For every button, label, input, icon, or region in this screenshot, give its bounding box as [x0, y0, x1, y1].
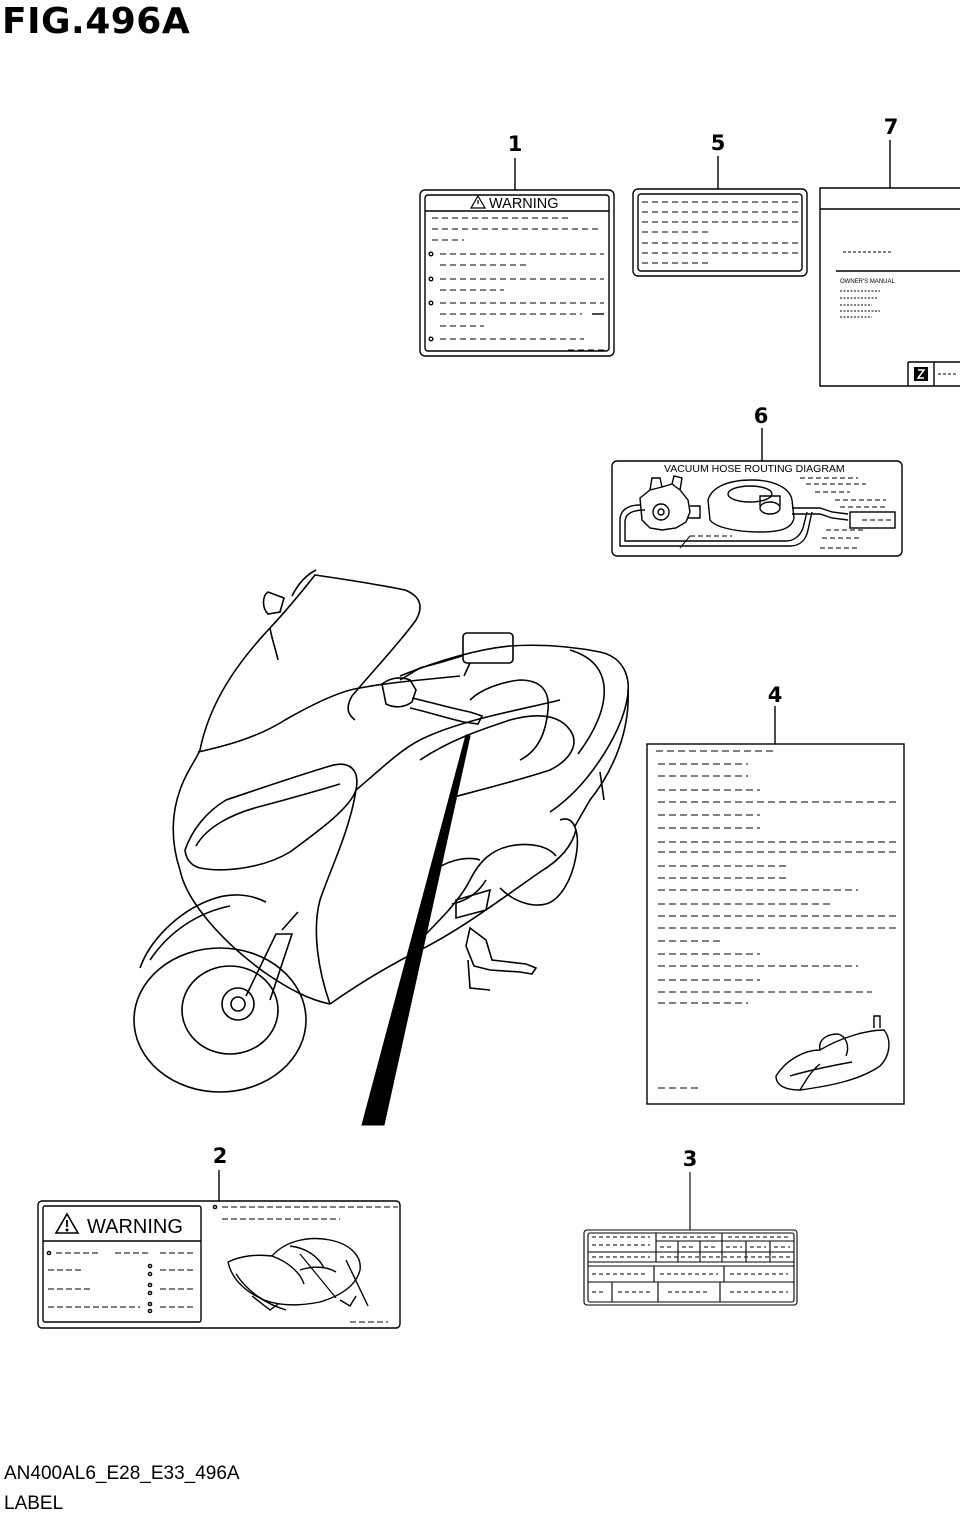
- label-2-warning: [37, 1170, 401, 1329]
- label-6-vacuum-hose: [611, 428, 903, 557]
- label-1-heading: WARNING: [489, 196, 559, 212]
- label-7-owners-manual: [819, 140, 960, 387]
- callout-5: 5: [710, 131, 726, 155]
- label-3: [583, 1172, 798, 1306]
- callout-1: 1: [507, 132, 523, 156]
- scooter-drawing: [133, 569, 630, 1093]
- label-5: [632, 156, 808, 277]
- warning-triangle-icon: [469, 194, 487, 209]
- label-6-heading: VACUUM HOSE ROUTING DIAGRAM: [664, 463, 845, 475]
- figure-title: FIG.496A: [2, 1, 191, 42]
- callout-7: 7: [883, 115, 899, 139]
- label-1-warning: [419, 158, 615, 357]
- label-4: [646, 706, 905, 1105]
- figure-name: LABEL: [4, 1493, 64, 1514]
- label-2-heading: WARNING: [87, 1216, 183, 1238]
- pointer-wedge: [361, 734, 471, 1126]
- label-7-text: OWNER'S MANUAL: [840, 279, 895, 285]
- warning-triangle-icon-2: [54, 1212, 80, 1234]
- callout-2: 2: [212, 1144, 228, 1168]
- figure-code: AN400AL6_E28_E33_496A: [4, 1463, 240, 1484]
- callout-4: 4: [767, 683, 783, 707]
- callout-3: 3: [682, 1147, 698, 1171]
- callout-6: 6: [753, 404, 769, 428]
